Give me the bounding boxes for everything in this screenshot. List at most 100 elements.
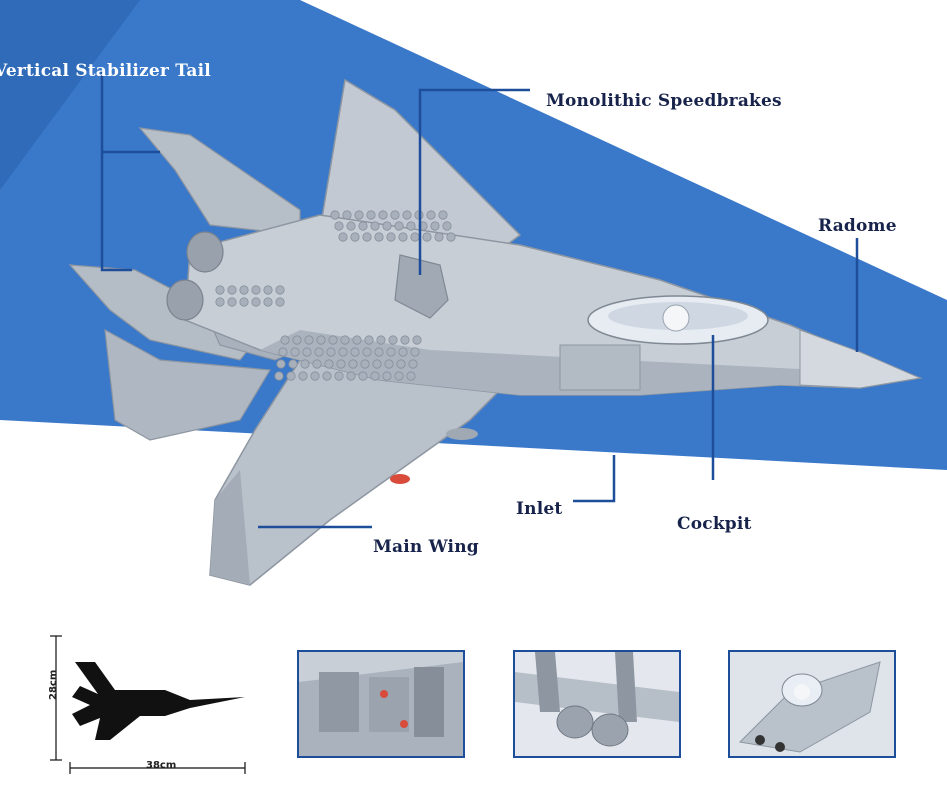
lego-stud [364, 335, 374, 345]
engine-nozzle-upper [186, 231, 224, 273]
callout-inlet: Inlet [516, 499, 563, 519]
right-stabilizer [104, 328, 272, 441]
callout-radome: Radome [818, 216, 897, 236]
detail-thumbnail-speedbrakes [297, 650, 465, 758]
lego-stud [275, 285, 285, 295]
lego-stud [400, 335, 410, 345]
lego-stud [334, 371, 344, 381]
lego-stud [396, 359, 406, 369]
callout-line-inlet [573, 455, 616, 503]
lego-stud [362, 347, 372, 357]
callout-monolithic-speedbrakes: Monolithic Speedbrakes [546, 91, 782, 111]
inlet-block [559, 344, 641, 391]
lego-stud [438, 210, 448, 220]
lego-stud [350, 232, 360, 242]
lego-stud [358, 221, 368, 231]
lego-stud [276, 359, 286, 369]
lego-stud [378, 210, 388, 220]
lego-stud [434, 232, 444, 242]
lego-stud [426, 210, 436, 220]
background-band-shade [0, 0, 140, 190]
lego-stud [300, 359, 310, 369]
size-diagram [50, 635, 246, 774]
lego-stud [348, 359, 358, 369]
lego-stud [336, 359, 346, 369]
lego-stud [290, 347, 300, 357]
lego-stud [386, 232, 396, 242]
lego-stud [215, 297, 225, 307]
lego-stud [430, 221, 440, 231]
lego-stud [406, 221, 416, 231]
lego-stud [350, 347, 360, 357]
lego-stud [446, 232, 456, 242]
lego-stud [384, 359, 394, 369]
lego-stud [398, 347, 408, 357]
lego-stud [286, 371, 296, 381]
lego-stud [398, 232, 408, 242]
aircraft-model [68, 78, 923, 586]
lego-stud [263, 297, 273, 307]
lego-stud [358, 371, 368, 381]
lego-stud [360, 359, 370, 369]
lego-stud [372, 359, 382, 369]
lego-stud [374, 347, 384, 357]
cockpit-detail-photo [730, 652, 894, 756]
lego-stud [370, 371, 380, 381]
callout-line-tail [100, 72, 132, 272]
lego-stud [412, 335, 422, 345]
main-wing-shade [210, 470, 250, 585]
lego-stud [408, 359, 418, 369]
lego-stud [227, 297, 237, 307]
lego-stud [346, 221, 356, 231]
pilot-helmet [662, 304, 690, 332]
left-stabilizer [68, 264, 261, 361]
detail-thumbnail-cockpit [728, 650, 896, 758]
lego-stud [354, 210, 364, 220]
lego-stud [340, 335, 350, 345]
lego-stud [362, 232, 372, 242]
lego-stud [304, 335, 314, 345]
lego-stud [410, 347, 420, 357]
lego-stud [394, 371, 404, 381]
lego-stud [312, 359, 322, 369]
lego-stud [406, 371, 416, 381]
lego-stud [370, 221, 380, 231]
lego-stud [314, 347, 324, 357]
width-dimension-label: 38cm [146, 760, 177, 771]
lego-stud [275, 297, 285, 307]
lego-stud [366, 210, 376, 220]
lego-stud [328, 335, 338, 345]
callout-vertical-stabilizer-tail: Vertical Stabilizer Tail [0, 61, 211, 81]
engine-nozzle-lower [166, 279, 204, 321]
lego-stud [263, 285, 273, 295]
lego-stud [280, 335, 290, 345]
detail-thumbnail-engines [513, 650, 681, 758]
lego-stud [394, 221, 404, 231]
lego-stud [278, 347, 288, 357]
lego-stud [302, 347, 312, 357]
lego-stud [422, 232, 432, 242]
lego-stud [326, 347, 336, 357]
callout-lines [100, 72, 859, 529]
lego-stud [288, 359, 298, 369]
lego-stud [352, 335, 362, 345]
lego-stud [274, 371, 284, 381]
lego-stud [334, 221, 344, 231]
lego-stud [330, 210, 340, 220]
lego-stud [310, 371, 320, 381]
radome-cone [799, 329, 922, 389]
speedbrake [394, 254, 449, 319]
lego-stud [402, 210, 412, 220]
lego-stud [442, 221, 452, 231]
callout-main-wing: Main Wing [373, 537, 479, 557]
lego-stud [251, 285, 261, 295]
lego-stud [382, 371, 392, 381]
lego-stud [227, 285, 237, 295]
lego-stud [239, 285, 249, 295]
lego-stud [376, 335, 386, 345]
lego-stud [388, 335, 398, 345]
lego-stud [374, 232, 384, 242]
callout-line-speedbrake [418, 88, 530, 275]
wing-pylon [446, 428, 478, 440]
